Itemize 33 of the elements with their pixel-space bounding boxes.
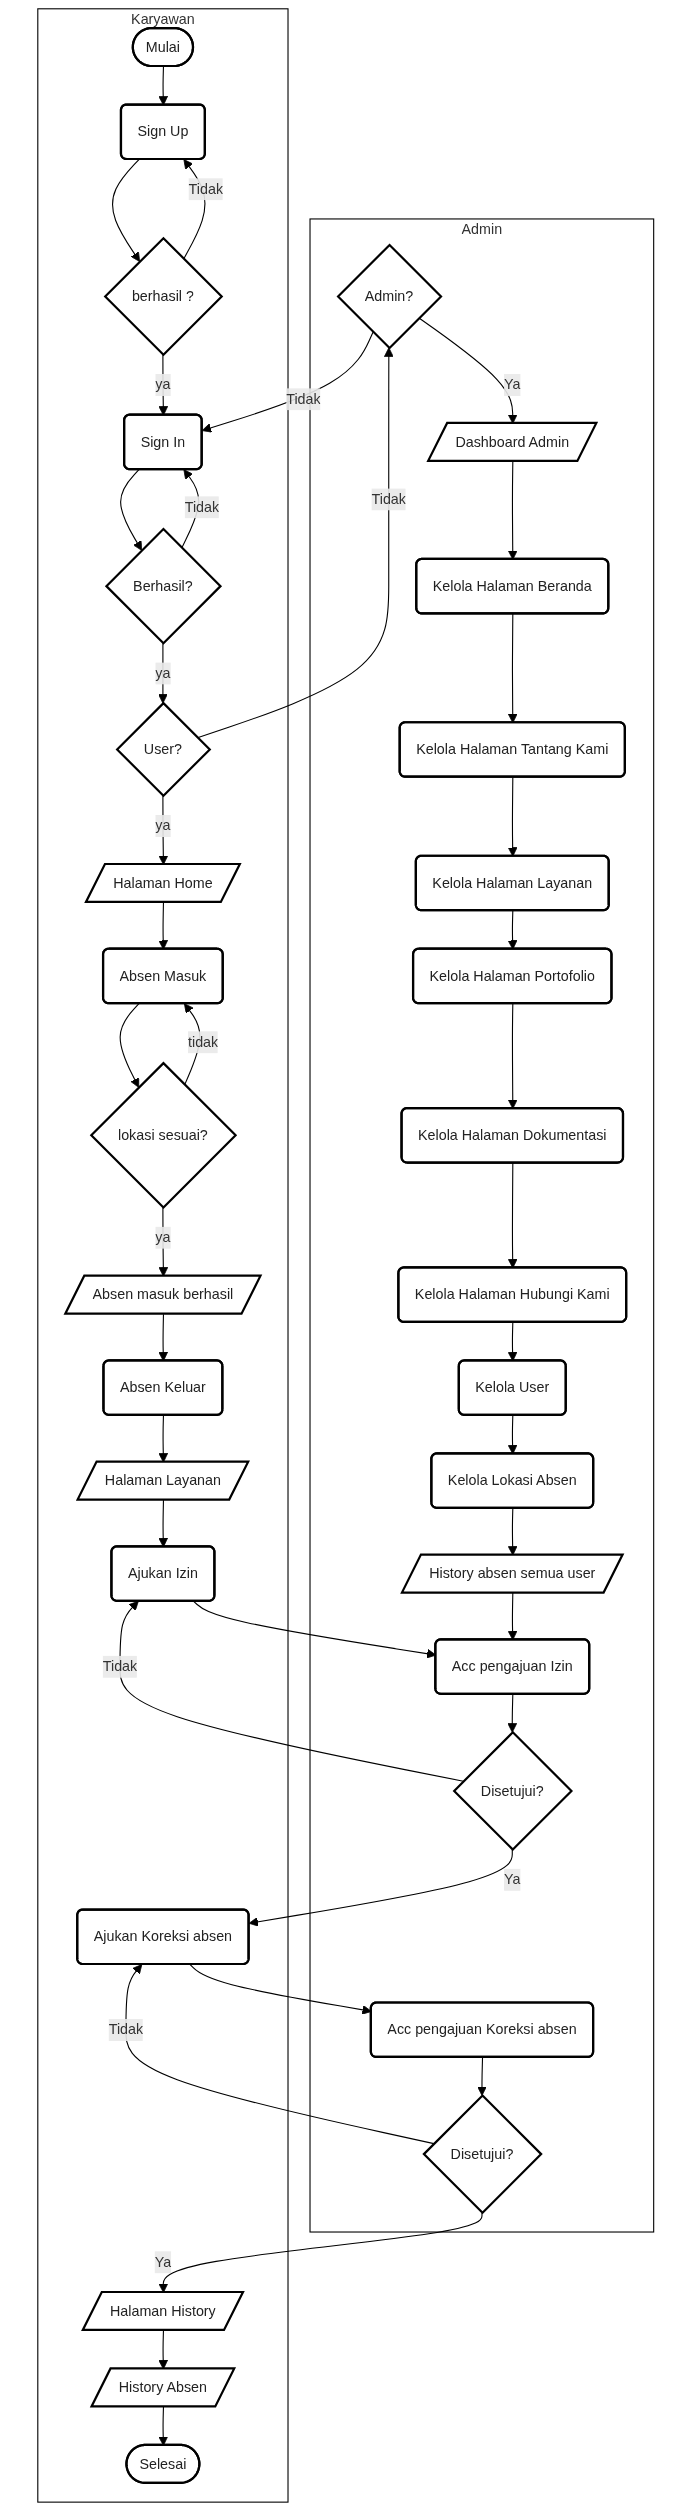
arrow [119, 1600, 465, 1782]
node-diamond: Disetujui? [422, 2093, 543, 2215]
edge-label: tidak [188, 1033, 219, 1050]
arrow [197, 347, 394, 739]
arrow [248, 1849, 514, 1927]
edge-label: Tidak [184, 498, 220, 516]
node-diamond: User? [115, 701, 212, 798]
edge-label: ya [155, 376, 171, 393]
arrow [477, 2056, 488, 2096]
arrow [507, 1693, 518, 1733]
edge-label: ya [155, 817, 171, 834]
arrow [119, 1003, 140, 1088]
arrow [158, 642, 168, 704]
arrow [112, 159, 141, 262]
edge-label: Tidak [102, 1658, 138, 1675]
node-diamond: Admin? [336, 243, 443, 350]
arrow [125, 1964, 435, 2145]
node-diamond: berhasil ? [103, 236, 224, 357]
arrow [120, 469, 143, 551]
edge-label: Ya [504, 1871, 521, 1888]
arrow [202, 331, 374, 433]
edge-label: Tidak [371, 490, 407, 508]
edge-label: Tidak [108, 2021, 144, 2038]
node-diamond: lokasi sesuai? [90, 1061, 238, 1209]
edge-label: Tidak [286, 390, 321, 408]
edge-label: Ya [504, 376, 521, 393]
node-diamond: Disetujui? [452, 1730, 574, 1852]
edge-label: ya [155, 1228, 171, 1246]
arrow [158, 795, 169, 865]
node-diamond: Berhasil? [105, 527, 223, 645]
edge-label: Tidak [188, 180, 224, 197]
edge-label: Ya [154, 2253, 172, 2270]
edge-label: ya [155, 664, 171, 682]
